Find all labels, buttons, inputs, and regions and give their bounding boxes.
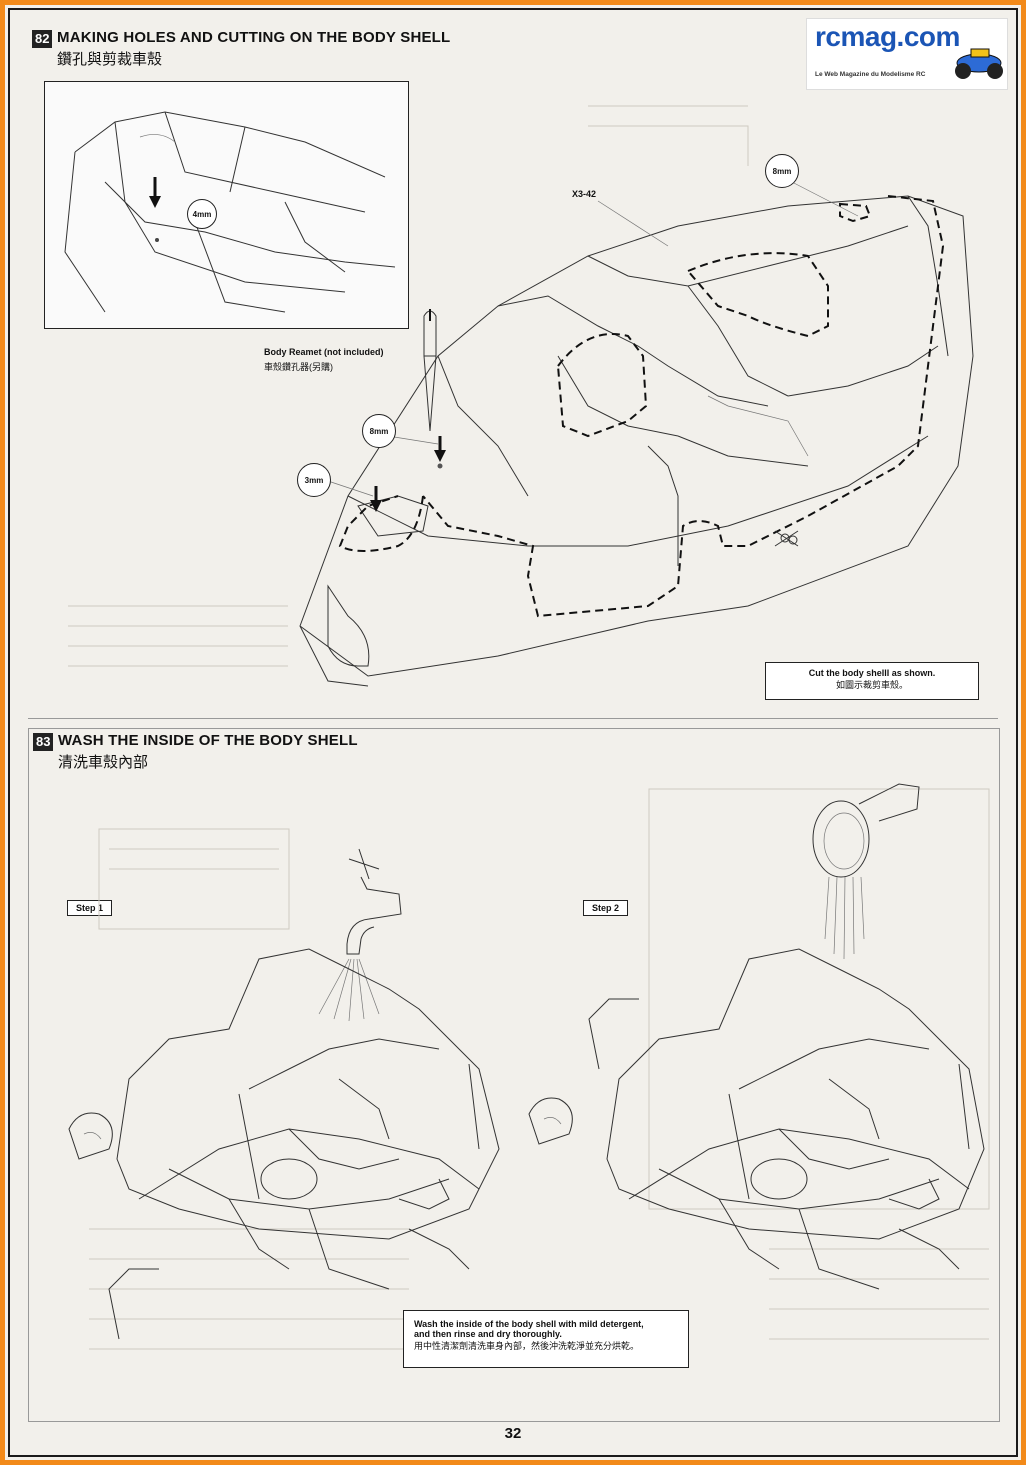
logo-text: rcmag.com [815, 21, 960, 52]
step-title-zh: 清洗車殼內部 [58, 754, 149, 771]
step-83-section: 83 WASH THE INSIDE OF THE BODY SHELL 清洗車… [28, 728, 1000, 1422]
inset-hole-size-label: 4mm [187, 199, 217, 229]
wash-illustrations [68, 783, 990, 1350]
scissors-icon [774, 530, 799, 547]
step-title-en: MAKING HOLES AND CUTTING ON THE BODY SHE… [57, 29, 451, 46]
inset-body-drawing [64, 111, 396, 313]
rcmag-logo[interactable]: rcmag.com Le Web Magazine du Modelisme R… [806, 18, 1008, 90]
wash-instruction-note: Wash the inside of the body shell with m… [403, 1310, 689, 1368]
step-82-section: 82 MAKING HOLES AND CUTTING ON THE BODY … [28, 26, 998, 719]
body-reamer-icon [423, 309, 437, 432]
shower-head-icon [812, 783, 920, 960]
body-shell-drawing [68, 105, 974, 687]
tool-label-en: Body Reamet (not included) [264, 347, 384, 357]
rc-car-icon [955, 48, 1003, 79]
front-lower-hole-size-label: 3mm [297, 463, 331, 497]
step-2-label: Step 2 [583, 900, 629, 916]
front-upper-hole-size-label: 8mm [362, 414, 396, 448]
step-1-label: Step 1 [67, 900, 113, 916]
body-shell-step-2 [528, 948, 985, 1290]
wash-note-zh: 用中性清潔劑清洗車身內部，然後沖洗乾淨並充分烘乾。 [414, 1341, 640, 1351]
wash-note-en-line2: and then rinse and dry thoroughly. [414, 1329, 562, 1339]
part-label: X3-42 [572, 189, 597, 199]
wash-note-en-line1: Wash the inside of the body shell with m… [414, 1319, 644, 1329]
step-number: 82 [32, 30, 53, 48]
faucet-icon [318, 848, 402, 1022]
cut-note-en: Cut the body shelll as shown. [808, 668, 936, 678]
step-number: 83 [33, 733, 54, 751]
detail-inset: 4mm [44, 81, 409, 329]
step-title-en: WASH THE INSIDE OF THE BODY SHELL [58, 732, 358, 749]
step-title-zh: 鑽孔與剪裁車殼 [57, 51, 163, 68]
logo-subtitle: Le Web Magazine du Modelisme RC [815, 71, 926, 78]
cut-instruction-note: Cut the body shelll as shown. 如圖示裁剪車殼。 [765, 662, 979, 700]
body-shell-step-1 [68, 948, 500, 1340]
large-hole-size-label: 8mm [765, 154, 799, 188]
page-inner-border [8, 8, 1018, 1457]
tool-label-zh: 車殼鑽孔器(另購) [264, 362, 333, 372]
cut-note-zh: 如圖示裁剪車殼。 [835, 680, 908, 690]
page-number: 32 [504, 1425, 522, 1442]
